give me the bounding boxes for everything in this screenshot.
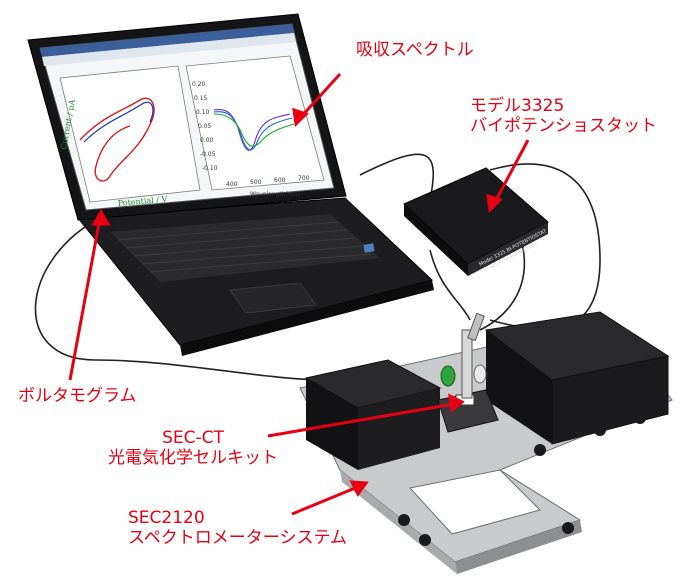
arrow-voltammogram (68, 217, 102, 381)
device-front (468, 222, 548, 276)
arrow-bipotentiostat (492, 139, 530, 205)
callout-voltammogram: ボルタモグラム (18, 386, 137, 406)
callout-spectrometer-line1: SEC2120 (128, 508, 205, 528)
spectrum-xtick: 600 (274, 177, 286, 184)
callout-absorption-line1: 吸収スペクトル (356, 40, 474, 60)
spectrum-ytick: 0.00 (200, 137, 214, 144)
arrowhead-spectrometer (349, 480, 369, 497)
spectrum-curve-3 (213, 113, 295, 147)
spectrum-ytick: -0.05 (200, 151, 216, 158)
cable-left (34, 217, 331, 381)
spectrum-yticks: 0.20 0.15 0.10 0.05 0.00 -0.05 -0.10 (192, 81, 218, 172)
arrowhead-bipotentiostat (486, 193, 503, 214)
cable-laptop-device (359, 153, 434, 201)
spectrum-curves (213, 108, 295, 151)
cv-xlabel: Potential / V (117, 195, 167, 208)
spectrum-curve-1 (213, 108, 291, 151)
spectrum-xtick: 400 (226, 181, 238, 188)
cable-device-cell (429, 249, 471, 321)
arrowhead-voltammogram (91, 209, 111, 226)
white-clip (473, 364, 487, 384)
spectrum-ytick: 0.05 (198, 123, 212, 130)
callout-bipotentiostat-line1: モデル3325 (470, 96, 565, 116)
callout-cell-line1: SEC-CT (162, 428, 224, 448)
arrow-absorption (298, 72, 342, 120)
spectrum-xticks: 400 500 600 700 (226, 175, 310, 188)
callout-absorption-spectrum: 吸収スペクトル (356, 40, 474, 60)
bipotentiostat-device: Model 3325 BI-POTENTIOSTAT for SEC2000 a… (403, 167, 549, 276)
laptop: Current / μA Potential / V 0.20 0.15 0.1… (27, 13, 434, 356)
spectrum-ytick: -0.10 (202, 165, 218, 172)
spectrometer-unit-side (486, 330, 552, 444)
thumb-screws (398, 412, 646, 546)
callout-spectrometer-line2: スペクトロメーターシステム (128, 528, 347, 548)
callout-cell-kit: SEC-CT 光電気化学セルキット (108, 428, 278, 468)
arrow-spectrometer (291, 484, 361, 516)
green-clip (440, 365, 456, 387)
spectrometer-system (299, 311, 673, 574)
spectrum-ytick: 0.15 (194, 95, 208, 102)
arrowhead-cell (448, 393, 465, 413)
spectrum-ytick: 0.20 (192, 81, 206, 88)
device-side-left (404, 204, 468, 276)
cv-curve-red (79, 97, 155, 182)
arrow-cell (267, 402, 455, 438)
window-toolbar (42, 33, 296, 66)
laptop-keyboard (110, 214, 380, 282)
spectrum-plot-panel (185, 55, 325, 191)
callout-cell-line2: 光電気化学セルキット (108, 448, 278, 468)
callout-voltammogram-line1: ボルタモグラム (18, 386, 137, 406)
arrowhead-absorption (292, 107, 309, 128)
electrode-probe-top (467, 312, 485, 342)
spectrum-curve-2 (213, 111, 293, 151)
window-title-bar (40, 24, 294, 57)
callout-arrows (68, 72, 530, 516)
spectrum-xlabel: Wavelength(nm) (250, 191, 300, 198)
laptop-base-edge (180, 280, 434, 356)
spectrum-xtick: 700 (298, 175, 310, 182)
laptop-touchpad (229, 282, 317, 314)
callout-spectrometer-system: SEC2120 スペクトロメーターシステム (128, 508, 347, 548)
keyboard-rows (117, 221, 371, 273)
cv-curve-blue (83, 101, 154, 143)
electrode-probe (461, 329, 473, 399)
callout-bipotentiostat: モデル3325 バイポテンショスタット (470, 96, 657, 136)
plate-cutout (409, 469, 541, 535)
laptop-sticker (363, 243, 375, 253)
spectrum-xtick: 500 (250, 179, 262, 186)
plate-edge (455, 520, 582, 574)
callout-bipotentiostat-line2: バイポテンショスタット (470, 116, 657, 136)
spectrum-ytick: 0.10 (196, 109, 210, 116)
